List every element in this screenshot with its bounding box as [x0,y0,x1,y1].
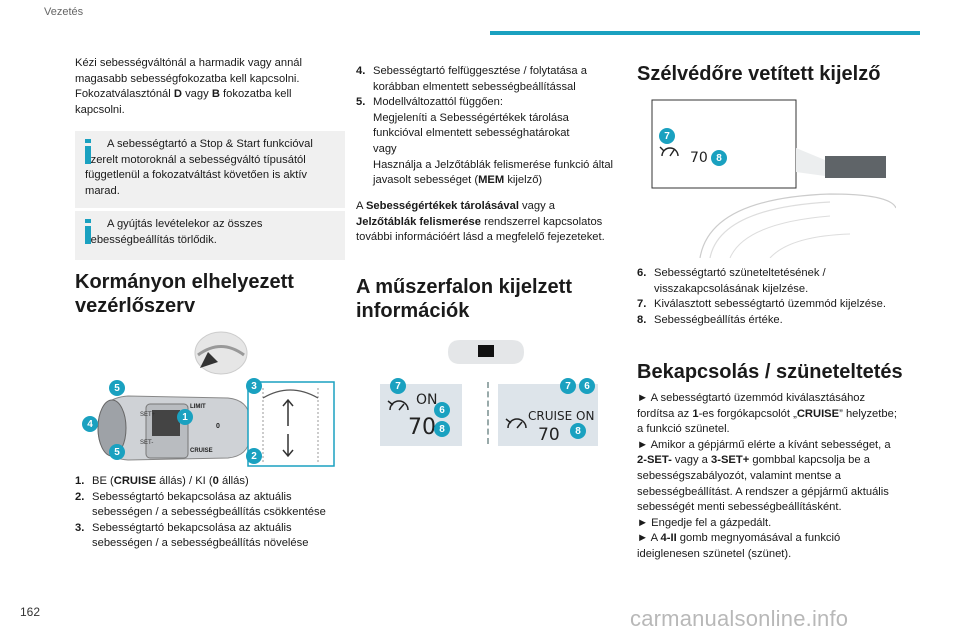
display2-speed: 70 [538,425,560,445]
bold-run: 4-II [660,532,677,545]
item-text: BE (CRUISE állás) / KI (0 állás) [92,475,249,487]
badge-8: 8 [434,421,450,437]
bold-run: Jelzőtáblák felismerése [356,215,481,228]
bold-run: 3-SET+ [711,454,750,467]
heading-steering-control: Kormányon elhelyezett vezérlőszerv [75,271,294,317]
heading-hud: Szélvédőre vetített kijelző [637,63,881,85]
list-item: 4. Sebességtartó felfüggesztése / folytat… [356,64,618,95]
item-number: 4. [356,65,366,77]
item-text: Sebességtartó bekapcsolása az aktuális s… [92,490,326,519]
badge-5-bottom: 5 [109,444,125,460]
badge-6: 6 [434,402,450,418]
bold-run: B [211,88,220,101]
item-number: 7. [637,298,647,311]
cruise-icon [387,400,409,411]
badge-8: 8 [711,150,727,166]
item-text: Kiválasztott sebességtartó üzemmód kijel… [654,298,886,311]
bold-run: 1 [692,407,699,420]
item-number: 8. [637,313,647,326]
bold-run: 2-SET- [637,454,672,467]
instrument-panel-icon [448,340,524,364]
bold-run: CRUISE [796,407,840,420]
step-paragraph: ► Amikor a gépjármű elérte a kívánt sebe… [637,438,891,514]
item-number: 2. [75,490,85,503]
intro-paragraph: Kézi sebességváltónál a harmadik vagy an… [75,56,333,118]
display1-on: ON [416,392,438,408]
item-subline: vagy [373,142,397,155]
hud-illustration: 70 [651,99,896,258]
bold-run: MEM [478,174,505,187]
list-item: 3. Sebességtartó bekapcsolása az aktuális… [75,521,335,552]
list-item: 1. BE (CRUISE állás) / KI (0 állás) [75,474,335,490]
bold-run: D [173,88,182,101]
item-text: Sebességtartó felfüggesztése / folytatás… [373,65,587,93]
reference-paragraph: A Sebességértékek tárolásával vagy a Jel… [356,199,618,246]
badge-1: 1 [177,409,193,425]
activation-steps: ► A sebességtartó üzemmód kiválasztásáho… [637,391,899,563]
item-number: 6. [637,267,647,279]
tip-text: A gyújtás levételekor az összes sebesség… [85,218,263,246]
step-paragraph: ► A sebességtartó üzemmód kiválasztásáho… [637,392,897,436]
page-number: 162 [20,605,41,619]
item-text: Modellváltozattól függően: [373,96,503,109]
steering-wheel-icon [194,331,248,375]
info-icon [85,139,91,167]
item-text: Sebességtartó szüneteltetésének / vissza… [654,267,826,295]
tip-box-ignition: A gyújtás levételekor az összes sebesség… [75,211,345,260]
badge-4: 4 [82,416,98,432]
list-item: 5. Modellváltozattól függően: Megjeleníti … [356,95,618,189]
stalk-legend-list-cont: 4. Sebességtartó felfüggesztése / folytat… [356,64,618,189]
badge-2: 2 [246,448,262,464]
watermark: carmanualsonline.info [630,606,849,631]
header-accent-bar [490,31,920,35]
cruise-icon [659,146,679,157]
bold-run: Sebességértékek tárolásával [365,200,519,212]
stalk-label-limit: LIMIT [190,404,206,410]
badge-7: 7 [560,378,576,394]
stalk-label-cruise: CRUISE [190,448,213,454]
badge-5-top: 5 [109,380,125,396]
heading-activation: Bekapcsolás / szüneteltetés [637,361,903,383]
badge-7: 7 [659,128,675,144]
item-number: 3. [75,521,85,534]
stalk-label-zero: 0 [216,423,220,430]
step-paragraph: ► A 4-II gomb megnyomásával a funkció id… [637,532,841,560]
list-item: 8. Sebességbeállítás értéke. [637,313,917,329]
badge-3: 3 [246,378,262,394]
heading-instrument-panel: A műszerfalon kijelzett információk [356,276,572,322]
list-item: 2. Sebességtartó bekapcsolása az aktuális… [75,490,335,521]
display2-cruise-on: CRUISE ON [528,409,594,423]
reference-text: A Sebességértékek tárolásával vagy a Jel… [356,200,605,244]
badge-6: 6 [579,378,595,394]
item-text: Sebességbeállítás értéke. [654,313,783,326]
cruise-icon [505,418,527,429]
item-text: Sebességtartó bekapcsolása az aktuális s… [92,521,309,550]
info-icon [85,219,91,247]
bold-run: 0 [212,475,219,487]
badge-7: 7 [390,378,406,394]
bold-run: CRUISE [113,475,157,487]
badge-8: 8 [570,423,586,439]
display-separator [487,382,489,444]
display1-speed: 70 [408,415,436,440]
list-item: 6. Sebességtartó szüneteltetésének / viss… [637,266,917,297]
item-number: 1. [75,475,85,487]
stalk-label-set-minus: SET- [140,440,153,446]
section-title: Vezetés [44,6,84,18]
intro-text: Kézi sebességváltónál a harmadik vagy an… [75,57,302,116]
hud-legend-list: 6. Sebességtartó szüneteltetésének / viss… [637,266,917,328]
list-item: 7. Kiválasztott sebességtartó üzemmód kij… [637,297,917,313]
tip-text: A sebességtartó a Stop & Start funkcióva… [85,138,313,197]
item-subline: Megjeleníti a Sebességértékek tárolása f… [373,111,570,140]
item-number: 5. [356,96,366,109]
stalk-label-set-plus: SET+ [140,412,156,418]
stalk-legend-list: 1. BE (CRUISE állás) / KI (0 állás) 2. Sebe… [75,474,335,552]
tip-box-stop-start: A sebességtartó a Stop & Start funkcióva… [75,131,345,208]
hud-speed: 70 [690,150,708,166]
item-subline: Használja a Jelzőtáblák felismerése funk… [373,158,614,187]
cluster-display-1: ON 70 [380,384,462,446]
step-paragraph: ► Engedje fel a gázpedált. [637,516,772,529]
